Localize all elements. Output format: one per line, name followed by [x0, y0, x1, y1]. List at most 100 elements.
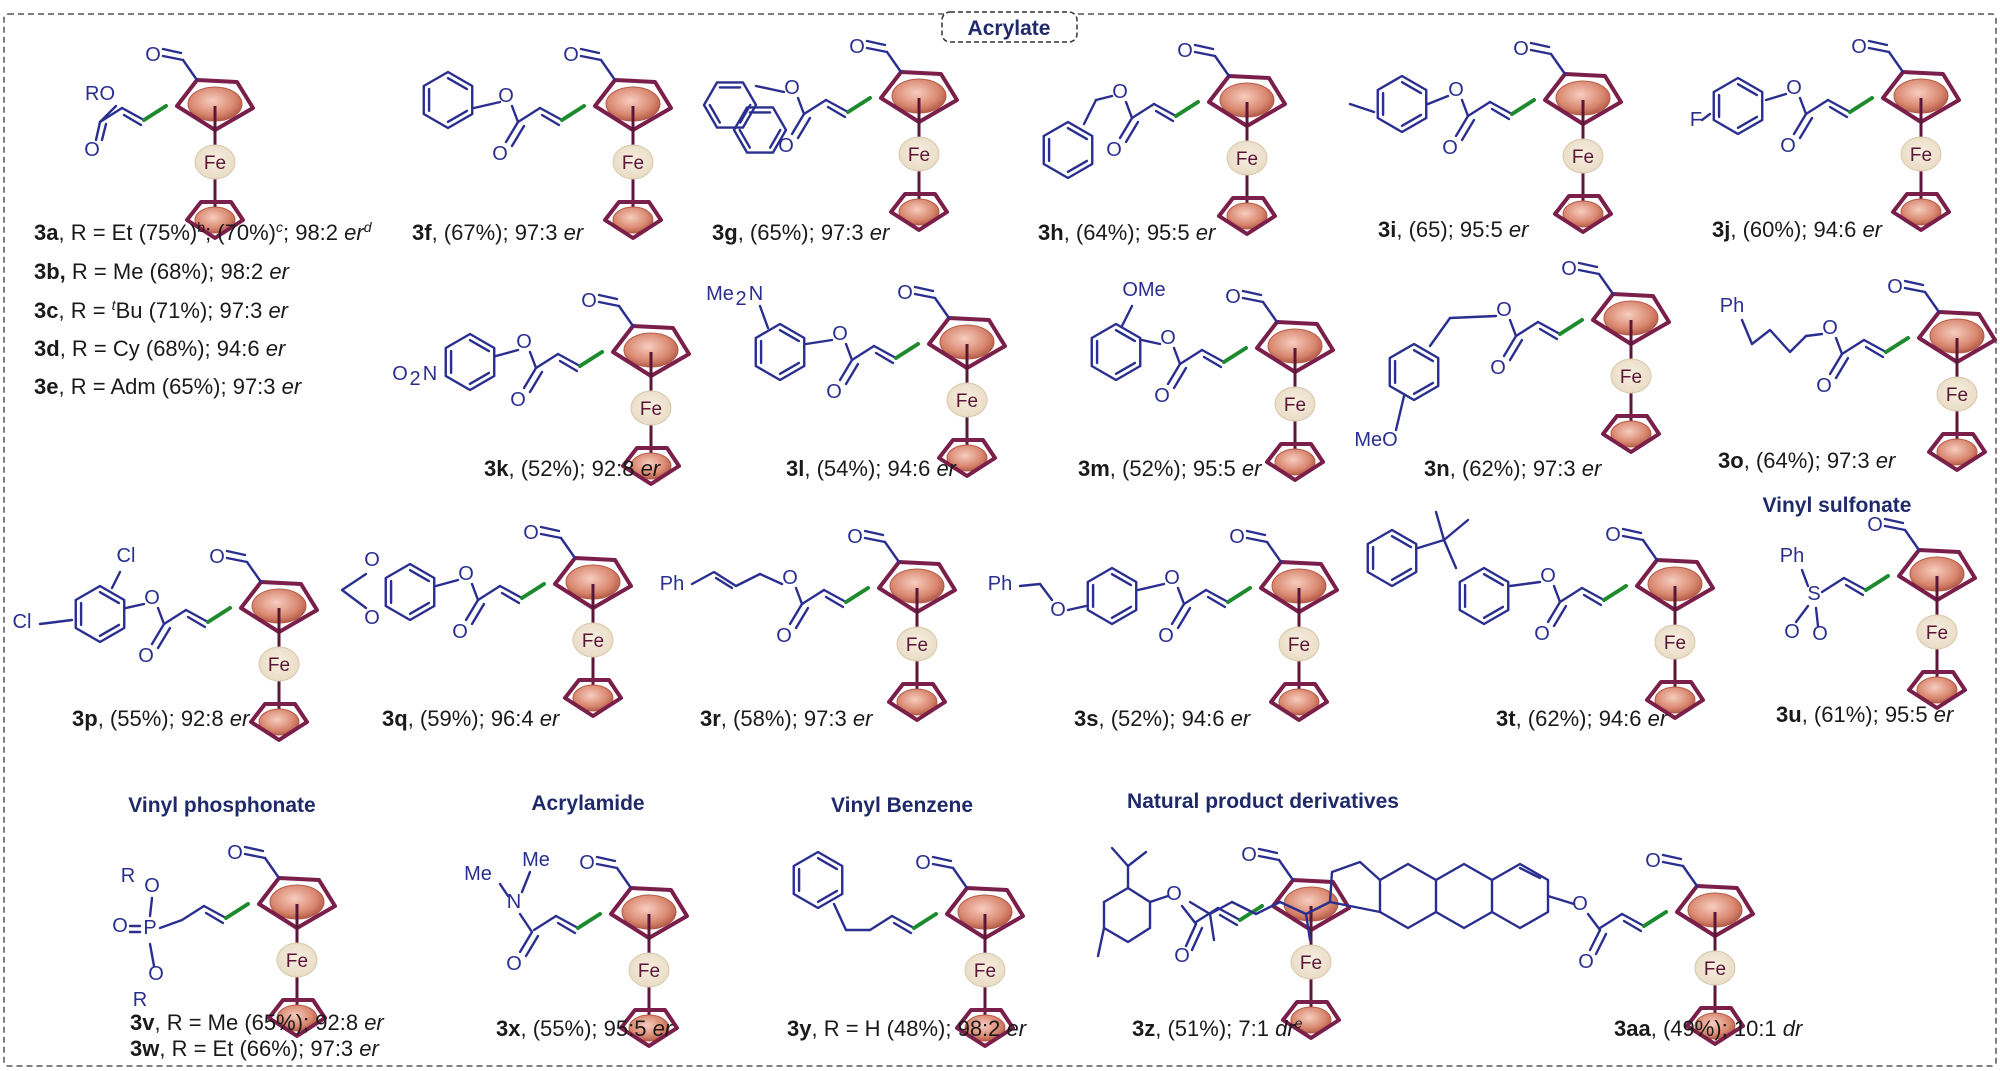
phosphonate-oxygen: O [148, 963, 164, 985]
phenyl-label: Ph [1720, 295, 1744, 317]
caption-3u: 3u, (61%); 95:5 er [1776, 702, 1955, 727]
iron-label: Fe [1664, 633, 1686, 654]
caption-3z: 3z, (51%); 7:1 dre [1132, 1015, 1303, 1041]
iron-center [898, 136, 940, 172]
chlorine-label: Cl [117, 545, 136, 567]
structure-3z: OO [1096, 846, 1264, 967]
iron-center [946, 382, 988, 418]
cp-bottom-ring [267, 998, 327, 1038]
sulfur-label: S [1807, 583, 1820, 605]
cp-bottom-ring [889, 192, 949, 232]
benzene-ring [754, 322, 806, 382]
ferrocene-unit: OFe [227, 842, 337, 1038]
r-group-label: R [133, 989, 147, 1011]
dimethylamino-me: Me [706, 283, 734, 305]
chlorine-label: Cl [13, 611, 32, 633]
carbonyl-oxygen: O [1578, 951, 1594, 973]
iron-label: Fe [1946, 385, 1968, 406]
cp-bottom-disk [946, 444, 988, 472]
cp-bottom-ring [937, 438, 997, 478]
aldehyde-oxygen: O [915, 852, 931, 874]
aldehyde-oxygen: O [847, 526, 863, 548]
cp-bottom-ring [1217, 196, 1277, 236]
cp-bottom-ring [1685, 1006, 1745, 1046]
cp-bottom-ring [1553, 194, 1613, 234]
structure-3y [792, 850, 938, 935]
caption-3q: 3q, (59%); 96:4 er [382, 706, 561, 731]
methyl-label: Me [464, 863, 492, 885]
cp-bottom-ring [955, 1008, 1015, 1048]
iron-center [258, 646, 300, 682]
ferrocene-unit: OFe [579, 852, 689, 1048]
ester-oxygen: O [1822, 317, 1838, 339]
cp-bottom-disk [630, 452, 672, 480]
caption-3o: 3o, (64%); 97:3 er [1718, 448, 1897, 473]
iron-label: Fe [582, 631, 604, 652]
cp-bottom-disk [964, 1014, 1006, 1042]
aldehyde-oxygen: O [579, 852, 595, 874]
caption-3b: 3b, R = Me (68%); 98:2 er [34, 259, 291, 284]
benzene-ring [792, 850, 844, 910]
dimethylamino-n: N [749, 283, 763, 305]
cp-bottom-ring [1601, 414, 1661, 454]
header-vinyl-phosphonate: Vinyl phosphonate [128, 794, 315, 817]
aldehyde-oxygen: O [1225, 286, 1241, 308]
cp-bottom-ring [621, 446, 681, 486]
cp-bottom-disk [1900, 198, 1942, 226]
caption-3h: 3h, (64%); 95:5 er [1038, 220, 1217, 245]
iron-label: Fe [1284, 395, 1306, 416]
ferrocene-unit: OFe [1561, 258, 1671, 454]
cp-top-ring [1635, 558, 1715, 612]
phenyl-label: Ph [660, 573, 684, 595]
ferrocene-unit: OFe [581, 290, 691, 486]
ferrocene-unit: O Fe [1225, 286, 1335, 482]
iron-center [276, 942, 318, 978]
dioxole-oxygen: O [364, 549, 380, 571]
aldehyde-oxygen: O [1241, 844, 1257, 866]
caption-3v: 3v, R = Me (65%); 92:8 er [130, 1010, 385, 1035]
caption-3x: 3x, (55%); 95:5 er [496, 1016, 674, 1041]
iron-center [1290, 944, 1332, 980]
ferrocene-unit: OFe [1229, 526, 1339, 722]
ester-oxygen: O [1786, 77, 1802, 99]
benzene-ring [1086, 566, 1138, 626]
cp-bottom-disk [898, 198, 940, 226]
iron-center [1694, 950, 1736, 986]
caption-3f: 3f, (67%); 97:3 er [412, 220, 585, 245]
cp-bottom-ring [1281, 1000, 1341, 1040]
caption-3m: 3m, (52%); 95:5 er [1078, 456, 1263, 481]
ferrocene-unit: OFe [847, 526, 957, 722]
iron-label: Fe [204, 153, 226, 174]
benzene-ring [732, 106, 788, 154]
cp-top-ring [1543, 72, 1623, 126]
ether-oxygen: O [1050, 599, 1066, 621]
caption-3n: 3n, (62%); 97:3 er [1424, 456, 1603, 481]
ester-oxygen: O [1448, 79, 1464, 101]
aldehyde-oxygen: O [1851, 36, 1867, 58]
ester-oxygen: O [1112, 81, 1128, 103]
phenyl-label: Ph [988, 573, 1012, 595]
aldehyde-oxygen: O [1887, 276, 1903, 298]
structure-3h: OO [1042, 81, 1200, 180]
cp-bottom-disk [194, 206, 236, 234]
caption-3p: 3p, (55%); 92:8 er [72, 706, 251, 731]
cp-bottom-disk [1274, 448, 1316, 476]
benzene-ring [1388, 342, 1440, 402]
ester-oxygen: O [516, 331, 532, 353]
caption-3i: 3i, (65); 95:5 er [1378, 217, 1530, 242]
iron-label: Fe [1288, 635, 1310, 656]
cp-top-ring [593, 78, 673, 132]
ester-oxygen: O [1164, 567, 1180, 589]
carbonyl-oxygen: O [1174, 945, 1190, 967]
iron-center [1610, 358, 1652, 394]
aldehyde-oxygen: O [1177, 40, 1193, 62]
caption-3c: 3c, R = tBu (71%); 97:3 er [34, 297, 290, 323]
iron-center [896, 626, 938, 662]
